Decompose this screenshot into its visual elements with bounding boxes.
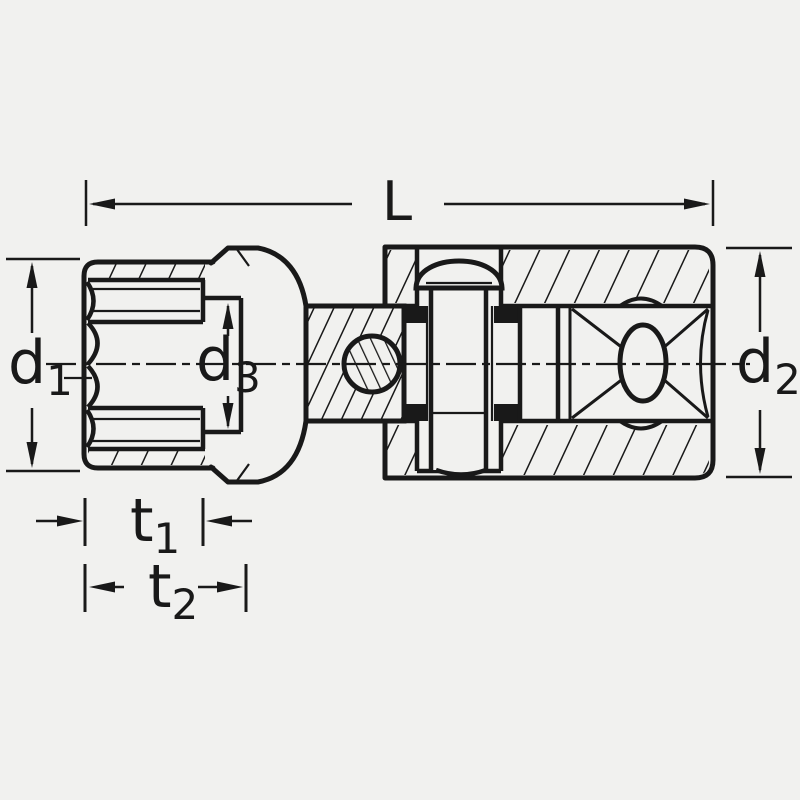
L-extension-ticks [84, 180, 715, 226]
socket-bottom-scallops [85, 280, 100, 449]
pin-peened-end-arc [435, 467, 487, 477]
socket-inner-profile [85, 277, 244, 452]
seal-ring-bottom-left [404, 404, 427, 421]
arrowhead-down-icon [754, 448, 766, 474]
label-d2: d2 [736, 327, 800, 404]
socket-top-wall-hatch [88, 264, 205, 279]
pivot-screw [413, 258, 505, 477]
drive-outer-contour [382, 244, 716, 481]
dimension-t1: t1 [36, 486, 252, 563]
seal-ring-top-right [494, 306, 518, 323]
dimension-t2: t2 [83, 552, 248, 629]
socket-bottom-wall-hatch [88, 450, 205, 465]
square-drive-corner-diagonals [571, 307, 709, 420]
screw-shaft-blank [431, 288, 486, 470]
dimension-d1: d1 [6, 257, 92, 473]
seal-ring-bottom-right [494, 404, 518, 421]
arrowhead-down-icon [26, 442, 38, 468]
t2-ticks [83, 564, 248, 612]
d1-extension-lines [6, 257, 80, 473]
t1-ticks [83, 498, 205, 546]
arrowhead-right-icon [217, 581, 243, 593]
arrowhead-left-icon [89, 581, 115, 593]
drive-bottom-wall-hatch [387, 425, 709, 475]
arrowhead-right-icon [684, 198, 710, 210]
screw-head-dome [413, 258, 505, 291]
fork-arm-edges-thin [425, 306, 494, 421]
label-t1: t1 [130, 486, 180, 563]
label-L: L [382, 170, 412, 233]
arrowhead-up-icon [754, 251, 766, 277]
arrowhead-left-icon [89, 198, 115, 210]
arrowhead-left-icon [206, 515, 232, 527]
label-d3: d3 [196, 325, 261, 402]
drive-inner-wall-edges [385, 303, 712, 424]
arrowhead-up-icon [26, 262, 38, 288]
collar-bottom-contour [208, 418, 309, 485]
socket-section [81, 245, 309, 485]
d3-bore-profile [203, 295, 244, 435]
collar-facet-lines [235, 247, 250, 483]
screw-shaft-edges [428, 288, 489, 470]
dimension-d3: d3 [196, 303, 261, 429]
arrowhead-right-icon [57, 515, 83, 527]
socket-tooth-flank-lines [90, 287, 200, 443]
dimension-d2: d2 [726, 246, 800, 479]
collar-top-contour [208, 245, 309, 309]
dimension-L: L [84, 170, 715, 233]
arrowhead-up-icon [222, 303, 234, 329]
label-d1: d1 [8, 328, 73, 405]
drive-top-wall-hatch [387, 250, 709, 303]
label-t2: t2 [148, 552, 198, 629]
seal-ring-top-left [404, 306, 427, 323]
d2-extension-lines [726, 246, 792, 479]
arrowhead-down-icon [222, 403, 234, 429]
